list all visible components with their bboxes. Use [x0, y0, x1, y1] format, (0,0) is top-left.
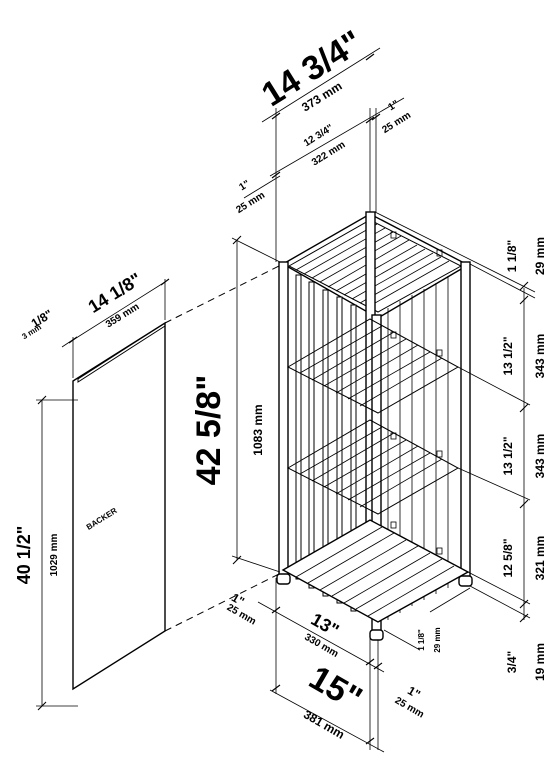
left-edge-in: 1": [237, 178, 252, 193]
shelf-spacing-dimensions: 1 1/8" 29 mm 13 1/2" 343 mm 13 1/2" 343 …: [374, 211, 547, 681]
shelf3-in: 12 5/8": [501, 538, 515, 577]
shelf2-mm: 343 mm: [533, 434, 547, 479]
shelf1-mm: 343 mm: [533, 334, 547, 379]
backer-height-dimension: 40 1/2" 1029 mm: [14, 395, 78, 711]
backer-projection-bottom: [164, 571, 284, 632]
total-height-in: 42 5/8": [190, 375, 228, 486]
top-gap-in: 1 1/8": [505, 240, 519, 272]
backer-thick-mm: 3 mm: [20, 323, 42, 342]
top-gap-mm: 29 mm: [533, 237, 547, 275]
bottom-mm: 19 mm: [533, 643, 547, 681]
shelf2-in: 13 1/2": [501, 436, 515, 475]
bottom-in: 3/4": [505, 651, 519, 673]
total-height-mm: 1083 mm: [251, 404, 265, 455]
shelf1-in: 13 1/2": [501, 336, 515, 375]
depth-small-mm: 29 mm: [433, 627, 442, 652]
front-right-in: 1": [405, 683, 423, 701]
shelf3-mm: 321 mm: [533, 536, 547, 581]
backer-height-in: 40 1/2": [14, 526, 34, 585]
right-edge-mm: 25 mm: [380, 110, 413, 136]
backer-height-mm: 1029 mm: [49, 533, 60, 576]
front-right-mm: 25 mm: [393, 695, 426, 720]
backer-projection-top: [164, 263, 284, 324]
total-height-dimension: 42 5/8" 1083 mm: [190, 235, 281, 573]
front-left-in: 1": [229, 590, 247, 608]
shelving-unit: [276, 211, 473, 641]
depth-small-in: 1 1/8": [417, 629, 426, 651]
backer-panel: BACKER: [72, 321, 166, 691]
